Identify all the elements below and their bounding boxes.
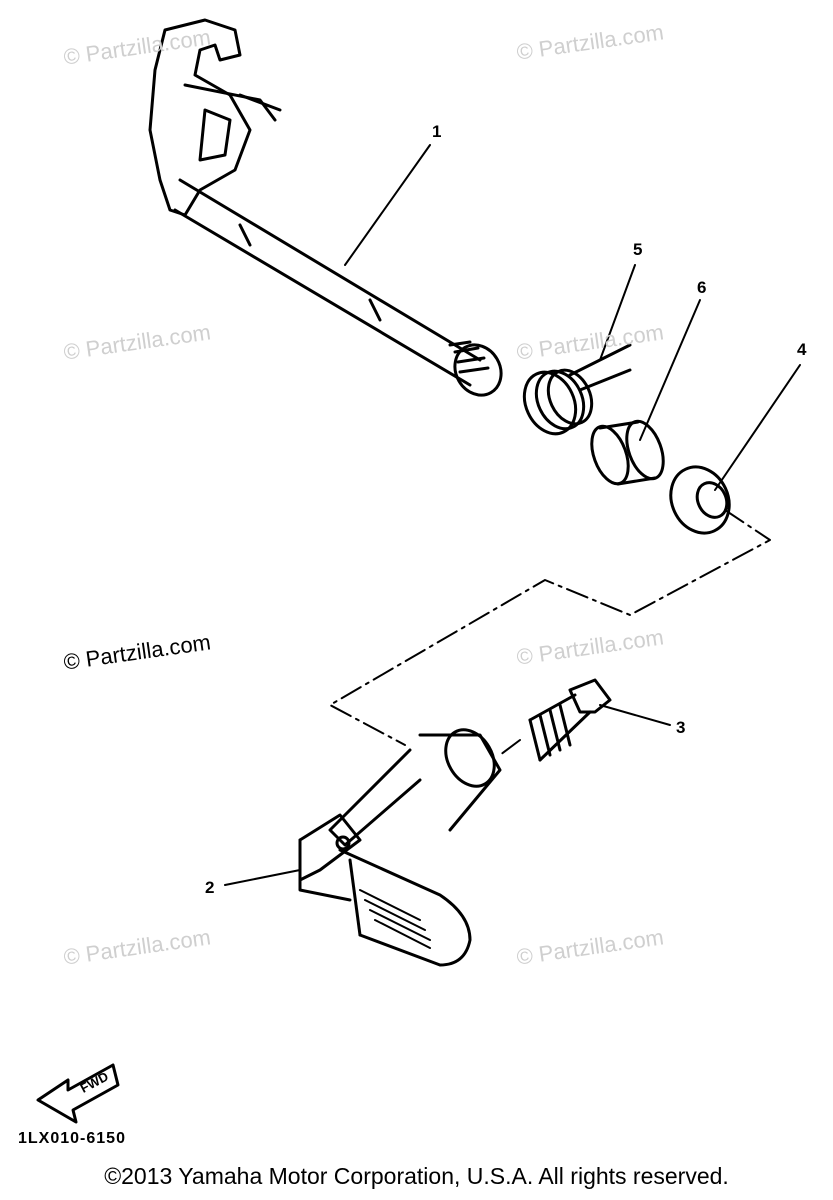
diagram-code: 1LX010-6150 bbox=[18, 1130, 126, 1147]
fwd-arrow-icon: FWD bbox=[36, 1063, 120, 1124]
spring-part-5 bbox=[522, 343, 632, 436]
copyright-notice: ©2013 Yamaha Motor Corporation, U.S.A. A… bbox=[104, 1163, 729, 1189]
callout-6: 6 bbox=[697, 278, 707, 297]
callout-5: 5 bbox=[633, 240, 643, 259]
bolt-part-3 bbox=[528, 678, 612, 762]
callout-2: 2 bbox=[205, 878, 215, 897]
shift-shaft-part-1 bbox=[148, 18, 503, 397]
collar-part-6 bbox=[590, 419, 665, 486]
oil-seal-part-4 bbox=[669, 465, 731, 535]
shift-pedal-part-2 bbox=[298, 728, 502, 967]
callout-3: 3 bbox=[676, 718, 686, 737]
callout-1: 1 bbox=[432, 122, 442, 141]
callout-4: 4 bbox=[797, 340, 807, 359]
